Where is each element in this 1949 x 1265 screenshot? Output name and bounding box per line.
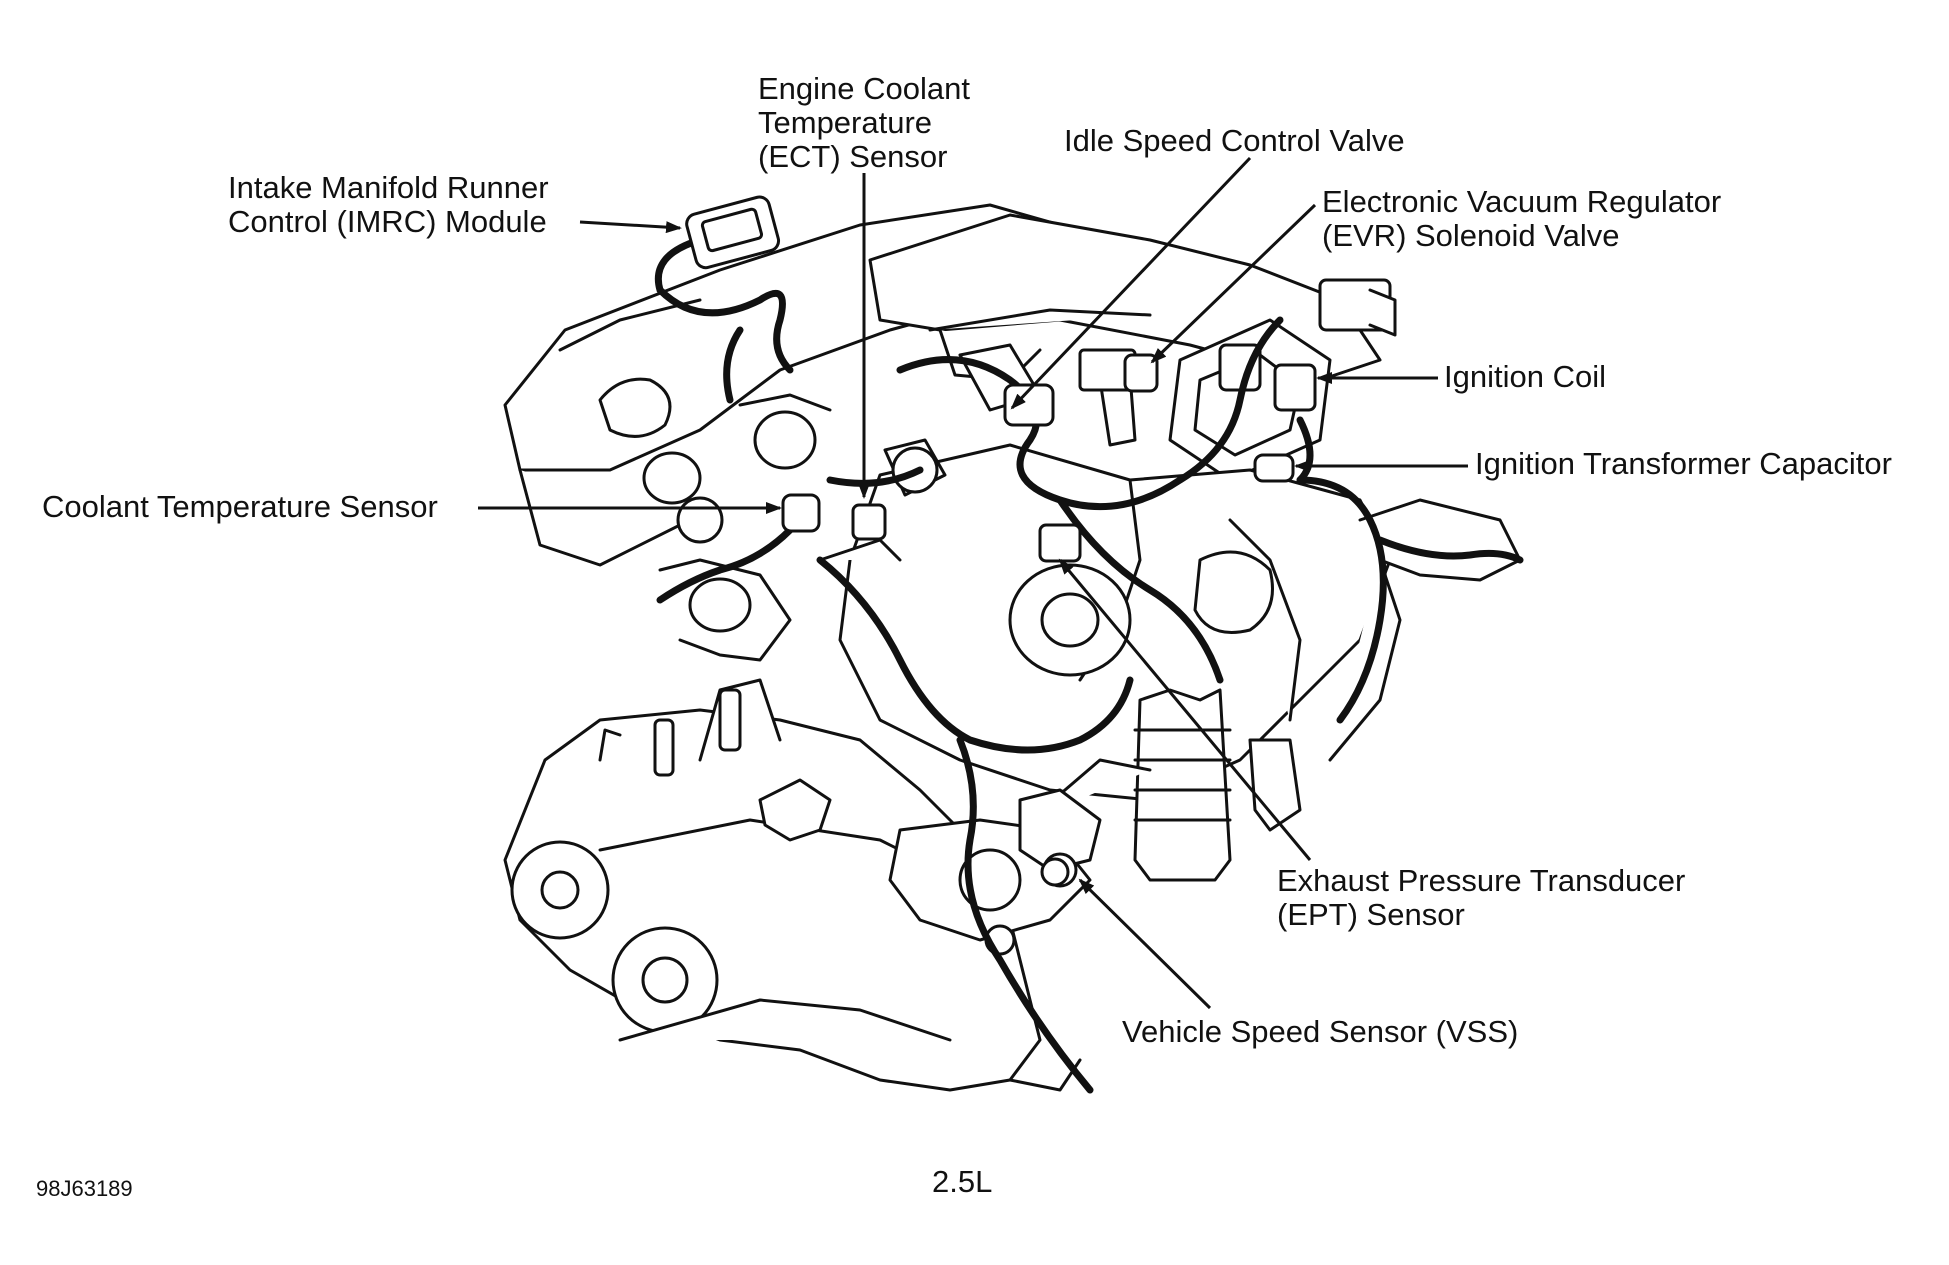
- vss-label: Vehicle Speed Sensor (VSS): [1122, 1014, 1519, 1049]
- ept-leader: [1058, 558, 1312, 861]
- imrc-leader: [579, 220, 682, 234]
- evr-label-line1: Electronic Vacuum Regulator: [1322, 184, 1722, 219]
- ect-label-line2: Temperature: [758, 105, 933, 140]
- engine-label: 2.5L: [932, 1164, 993, 1199]
- ect-label-line1: Engine Coolant: [758, 71, 970, 106]
- evr-label: Electronic Vacuum Regulator (EVR) Soleno…: [1322, 185, 1721, 253]
- itc-label: Ignition Transformer Capacitor: [1475, 446, 1892, 481]
- imrc-label: Intake Manifold Runner Control (IMRC) Mo…: [228, 171, 549, 239]
- vss-leader: [1078, 878, 1212, 1010]
- components: [685, 195, 1295, 887]
- iscv-label: Idle Speed Control Valve: [1064, 123, 1405, 158]
- ignition-coil-label: Ignition Coil: [1444, 359, 1606, 394]
- ect-label-line3: (ECT) Sensor: [758, 139, 948, 174]
- imrc-label-line1: Intake Manifold Runner: [228, 170, 549, 205]
- ept-label-line1: Exhaust Pressure Transducer: [1277, 863, 1686, 898]
- wiring-harness: [655, 236, 1524, 1094]
- ect-label: Engine Coolant Temperature (ECT) Sensor: [758, 72, 970, 174]
- figure-code: 98J63189: [36, 1176, 133, 1201]
- imrc-label-line2: Control (IMRC) Module: [228, 204, 547, 239]
- ept-label-line2: (EPT) Sensor: [1277, 897, 1465, 932]
- leader-lines: [478, 156, 1468, 1010]
- cts-label: Coolant Temperature Sensor: [42, 489, 438, 524]
- evr-label-line2: (EVR) Solenoid Valve: [1322, 218, 1620, 253]
- iscv-leader: [1010, 156, 1252, 410]
- evr-leader: [1150, 203, 1317, 364]
- ept-label: Exhaust Pressure Transducer (EPT) Sensor: [1277, 864, 1685, 932]
- engine-illustration: [503, 203, 1522, 1092]
